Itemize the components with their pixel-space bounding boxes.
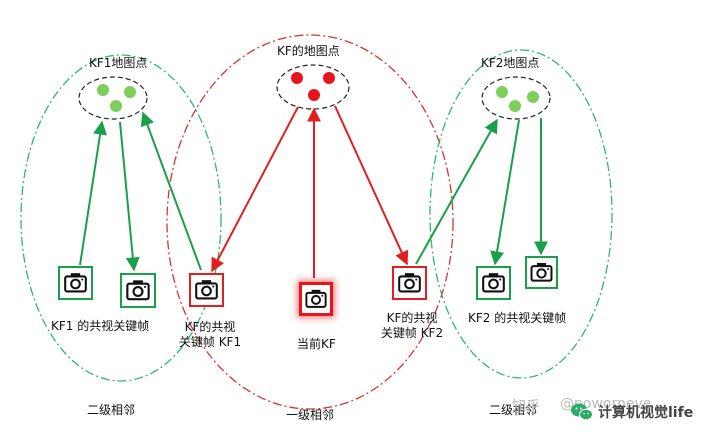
map-point [110,100,122,112]
camera-icon [195,280,218,300]
kf1-map-points-label: KF1地图点 [89,56,148,70]
kf2-covis-keyframe-b [525,256,558,289]
kf2-covis-keyframe-a [476,266,511,300]
kf1-covis-label: KF1 的共视关键帧 [51,319,150,333]
camera-icon [482,273,505,293]
first-neighbor-label: 一级相邻 [286,408,335,422]
kf-covis-kf2-label-line2: 关键帧 KF2 [380,326,444,340]
camera-icon [126,280,150,301]
arrow-kf2-map-to-kf2-covis-a [490,119,520,266]
arrow-kf-map-to-kf2 [334,105,409,266]
map-point [527,91,539,103]
map-point [97,84,109,96]
kf2-map-points-cluster [481,76,551,120]
arrow-kf2-to-kf2-map [415,118,498,265]
first-level-region [166,34,454,410]
second-level-right-region [429,49,613,379]
arrow-kf1-covis-to-map [79,120,108,266]
map-point [509,100,521,112]
current-kf-label: 当前KF [297,337,336,351]
kf-covis-keyframe-kf2 [392,266,427,300]
kf1-covis-keyframe-b [120,273,156,308]
camera-icon [305,289,327,308]
watermark-zhihu: 知乎 [512,399,540,415]
kf-covis-keyframe-kf1 [189,273,224,307]
second-neighbor-right-label: 二级相邻 [489,403,538,417]
kf-covis-kf2-label-line1: KF的共视 [386,311,438,325]
kf2-covis-label: KF2 的共视关键帧 [468,311,567,325]
kf2-map-points-label: KF2地图点 [481,56,540,70]
camera-icon [64,273,87,293]
arrow-kf1-to-kf1-map [140,111,202,271]
arrow-map-to-kf1-covis [119,121,140,272]
map-point [496,86,508,98]
wechat-icon [571,403,593,421]
arrow-kf-map-to-kf1 [211,106,299,273]
kf1-covis-keyframe-a [58,266,93,300]
map-point [308,89,320,101]
map-point [323,72,335,84]
second-level-left-region [20,54,222,382]
camera-icon [398,273,421,293]
second-neighbor-left-label: 二级相邻 [87,403,136,417]
kf-covis-kf1-label-line2: 关键帧 KF1 [178,335,242,349]
current-keyframe [299,282,333,316]
kf-map-points-cluster [276,64,350,110]
map-point [291,72,303,84]
kf-covis-kf2-label: KF的共视 关键帧 KF2 [372,311,452,341]
kf-covis-kf1-label: KF的共视 关键帧 KF1 [172,320,248,350]
watermark-wechat-name: 计算机视觉life [598,405,694,421]
kf-map-points-label: KF的地图点 [277,44,340,58]
kf-covis-kf1-label-line1: KF的共视 [184,320,236,334]
map-point [124,86,136,98]
camera-icon [530,262,553,282]
kf1-map-points-cluster [78,76,148,120]
